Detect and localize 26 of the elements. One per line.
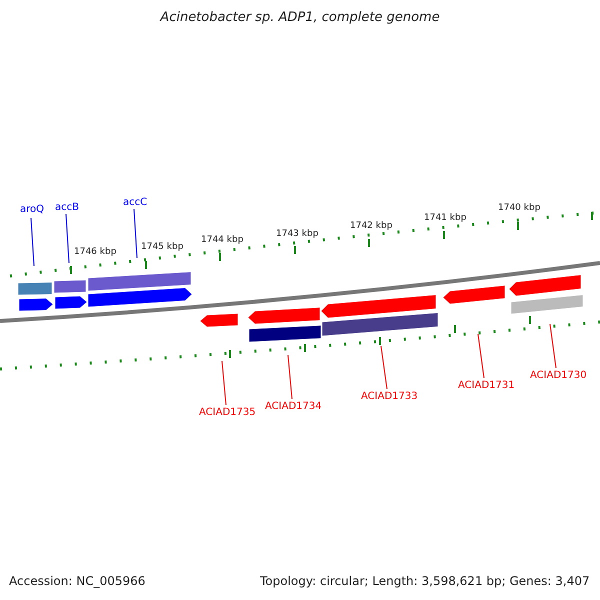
accession-text: Accession: NC_005966 <box>9 575 146 588</box>
diagram-title: Acinetobacter sp. ADP1, complete genome <box>158 11 441 26</box>
leader-line <box>66 214 70 264</box>
scale-label: 1746 kbp <box>74 248 116 258</box>
gene-label: accB <box>55 202 79 213</box>
scale-label: 1743 kbp <box>276 230 318 240</box>
gene-label: ACIAD1733 <box>361 391 418 402</box>
leader-line <box>380 346 388 390</box>
leader-line <box>478 334 484 378</box>
gene-label: ACIAD1730 <box>530 370 587 381</box>
gene-label: accC <box>123 197 148 208</box>
leader-line <box>550 324 556 368</box>
gene-label: ACIAD1735 <box>199 407 256 418</box>
leader-line <box>288 354 292 400</box>
gene-label: aroQ <box>20 204 44 215</box>
scale-label: 1742 kbp <box>350 222 392 232</box>
gene-label: ACIAD1734 <box>265 401 322 412</box>
genome-info-text: Topology: circular; Length: 3,598,621 bp; Genes: 3,407 <box>260 575 590 588</box>
scale-label: 1740 kbp <box>498 204 540 214</box>
scale-label: 1741 kbp <box>424 214 466 224</box>
leader-line <box>134 208 138 258</box>
scale-label: 1745 kbp <box>141 243 184 253</box>
gene-label: ACIAD1731 <box>458 380 515 391</box>
leader-line <box>30 218 34 266</box>
leader-line <box>222 360 226 406</box>
scale-label: 1744 kbp <box>201 236 244 246</box>
